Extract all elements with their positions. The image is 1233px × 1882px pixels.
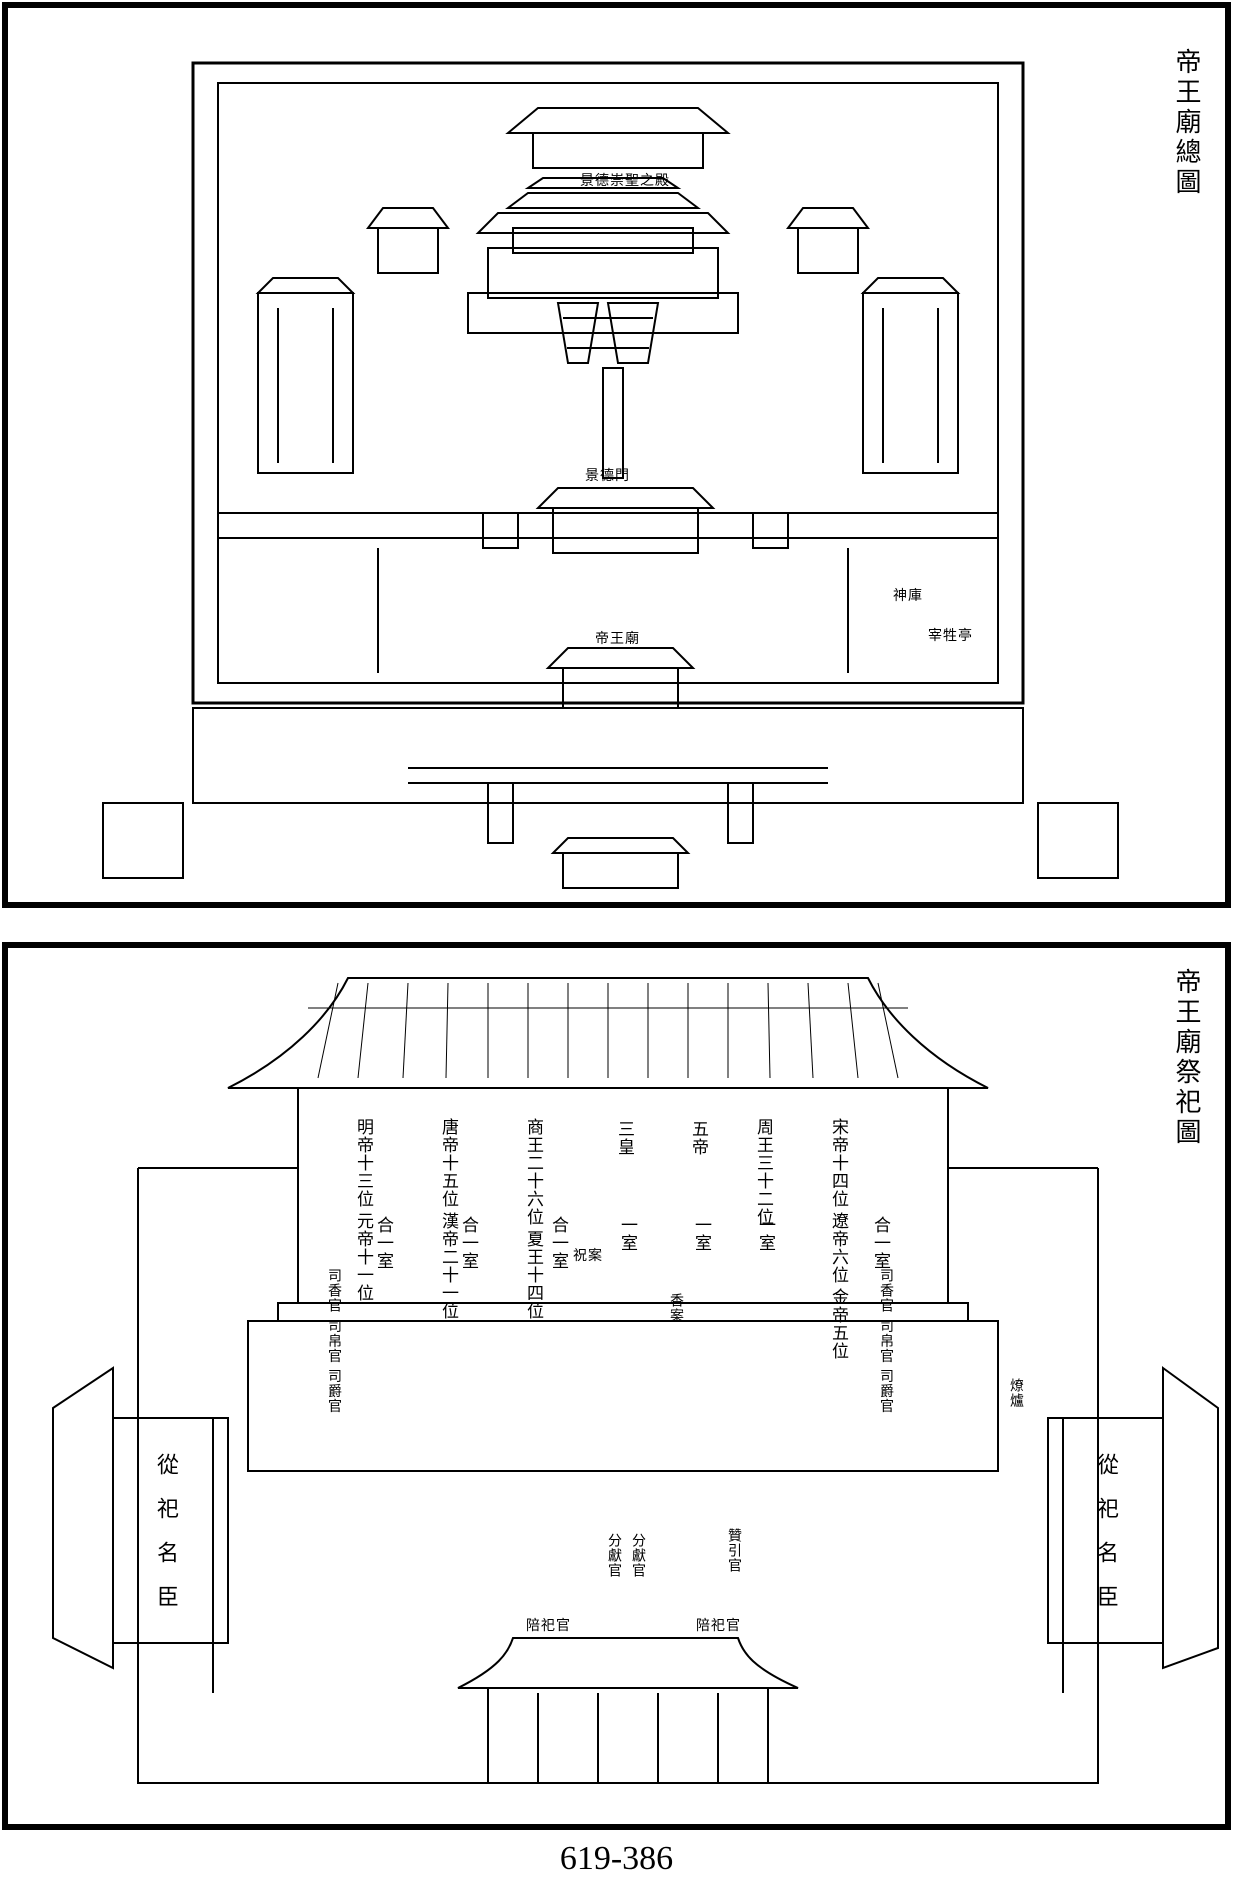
burner-label: 燎爐: [1008, 1378, 1024, 1408]
temple-overall-plan: [102, 61, 1119, 889]
main-hall-label: 景德崇聖之殿: [580, 173, 670, 189]
shrine-text: 夏王十四位: [523, 1230, 543, 1320]
shrine-yuan-ming: 元帝十一位 明帝十三位: [353, 1118, 373, 1302]
shrine-text: 唐帝十五位: [438, 1118, 458, 1208]
kitchen-label: 神庫: [893, 588, 923, 604]
shrine-zhou: 周王三十二位: [753, 1118, 773, 1226]
shrine-text: 宋帝十四位: [828, 1118, 848, 1208]
top-plate: 帝王廟總圖 景德崇聖之殿 景德門 帝王廟 神庫 宰牲亭: [2, 2, 1231, 908]
shrine-room: 合一室: [458, 1216, 478, 1270]
shrine-jin-liao-song: 金帝五位 遼帝六位 宋帝十四位: [828, 1118, 848, 1360]
shrine-text: 元帝十一位: [353, 1212, 373, 1302]
rites-table-label: 祝案: [573, 1248, 603, 1264]
page-number: 619-386: [559, 1840, 674, 1877]
shrine-text: 金帝五位: [828, 1288, 848, 1360]
shrine-room: 合一室: [373, 1216, 393, 1270]
center-offering-official: 分獻官: [606, 1533, 622, 1578]
shrine-room: 合一室: [870, 1216, 890, 1270]
shrine-text: 遼帝六位: [828, 1212, 848, 1284]
shrine-room: 一室: [691, 1216, 711, 1252]
diwangmiao-gate-label: 帝王廟: [595, 631, 640, 647]
bottom-plate-title: 帝王廟祭祀圖: [1171, 968, 1201, 1148]
liturgist-left: 陪祀官: [526, 1618, 571, 1634]
center-offering-official-2: 分獻官: [630, 1533, 646, 1578]
incense-table-label: 香案: [668, 1293, 684, 1323]
shrine-text: 漢帝二十一位: [438, 1212, 458, 1320]
shrine-wudi: 五帝: [688, 1120, 708, 1156]
officials-right: 司香官 司帛官 司爵官: [878, 1268, 894, 1414]
shrine-text: 明帝十三位: [353, 1118, 373, 1208]
pavilion-label: 宰牲亭: [928, 628, 973, 644]
shrine-room: 一室: [617, 1216, 637, 1252]
officials-left: 司香官 司帛官 司爵官: [326, 1268, 342, 1414]
shrine-sanhuang: 三皇: [614, 1120, 634, 1156]
shrine-room: 一室: [755, 1216, 775, 1252]
assistant-official: 贊引官: [726, 1528, 742, 1573]
sacrifice-layout-diagram: [52, 977, 1219, 1784]
west-wing-label: 從祀名臣: [153, 1453, 178, 1629]
jingde-gate-label: 景德門: [585, 468, 630, 484]
top-plate-title: 帝王廟總圖: [1171, 48, 1201, 198]
shrine-han-tang: 漢帝二十一位 唐帝十五位: [438, 1118, 458, 1320]
shrine-xia-shang: 夏王十四位 商王二十六位: [523, 1118, 543, 1320]
east-wing-label: 從祀名臣: [1093, 1453, 1118, 1629]
liturgist-right: 陪祀官: [696, 1618, 741, 1634]
shrine-text: 商王二十六位: [523, 1118, 543, 1226]
shrine-room: 合一室: [548, 1216, 568, 1270]
bottom-plate: 帝王廟祭祀圖 金帝五位 遼帝六位 宋帝十四位 合一室 周王三十二位 一室 五帝 …: [2, 942, 1231, 1830]
